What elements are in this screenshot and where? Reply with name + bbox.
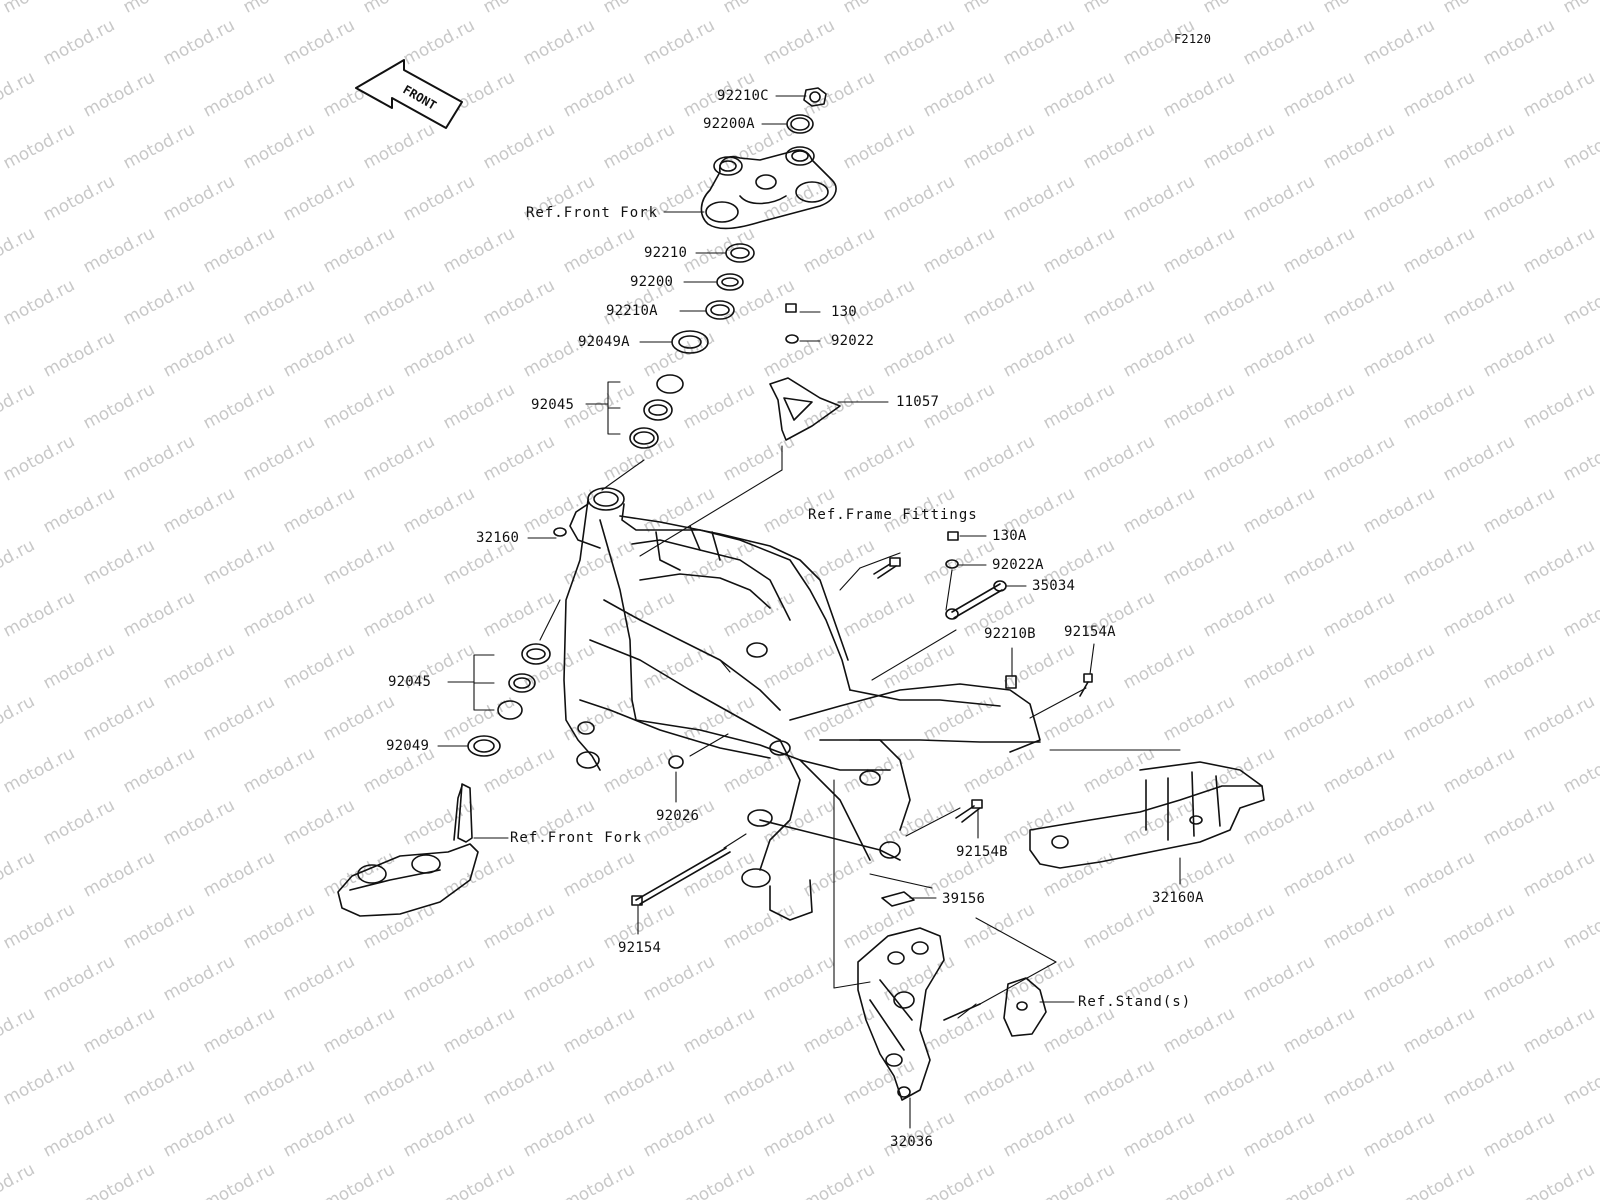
label-92154B: 92154B bbox=[956, 844, 1008, 860]
washer-92022 bbox=[785, 334, 799, 344]
label-92210C: 92210C bbox=[717, 88, 769, 104]
bracket-92045-bottom bbox=[473, 654, 495, 711]
label-plate-39156 bbox=[881, 891, 915, 907]
label-35034: 35034 bbox=[1032, 578, 1076, 594]
washer-92022A bbox=[945, 559, 959, 569]
label-92022A: 92022A bbox=[992, 557, 1044, 573]
seal-92049A bbox=[671, 330, 709, 354]
label-92200A: 92200A bbox=[703, 116, 755, 132]
lower-triple-clamp bbox=[337, 783, 479, 917]
label-92045-top: 92045 bbox=[531, 397, 575, 413]
label-92200: 92200 bbox=[630, 274, 674, 290]
label-92045-bottom: 92045 bbox=[388, 674, 432, 690]
bracket-92045-top bbox=[607, 381, 621, 435]
front-arrow-icon: FRONT bbox=[355, 59, 463, 129]
label-leaders bbox=[437, 95, 1181, 1129]
label-11057: 11057 bbox=[896, 394, 940, 410]
lock-washer-92200 bbox=[716, 273, 744, 291]
label-92026: 92026 bbox=[656, 808, 700, 824]
label-130: 130 bbox=[831, 304, 857, 320]
steering-stem-nut bbox=[803, 87, 827, 107]
label-92210: 92210 bbox=[644, 245, 688, 261]
label-92210B: 92210B bbox=[984, 626, 1036, 642]
label-92154: 92154 bbox=[618, 940, 662, 956]
bracket-11057 bbox=[769, 377, 841, 441]
bearing-race-lower-2 bbox=[497, 700, 523, 720]
label-92022: 92022 bbox=[831, 333, 875, 349]
label-130A: 130A bbox=[992, 528, 1027, 544]
bolt-130 bbox=[785, 303, 797, 313]
leader-130A bbox=[945, 569, 953, 611]
label-ref-front-fork-bottom: Ref.Front Fork bbox=[510, 830, 643, 846]
label-92210A: 92210A bbox=[606, 303, 658, 319]
bearing-lower bbox=[508, 673, 536, 693]
sub-frame-32160A bbox=[1029, 761, 1265, 869]
bearing-upper bbox=[643, 399, 673, 421]
label-32160: 32160 bbox=[476, 530, 520, 546]
upper-triple-clamp bbox=[700, 146, 837, 230]
washer-92200A-inner bbox=[790, 117, 810, 131]
label-32160A: 32160A bbox=[1152, 890, 1204, 906]
seal-92049 bbox=[467, 735, 501, 757]
long-bolt-92154 bbox=[631, 847, 731, 906]
bearing-race-upper-1 bbox=[656, 374, 684, 394]
label-92154A: 92154A bbox=[1064, 624, 1116, 640]
collar-92026 bbox=[668, 755, 684, 769]
nut-92210B bbox=[1005, 675, 1017, 689]
bolt-92154B bbox=[955, 799, 983, 823]
label-92049: 92049 bbox=[386, 738, 430, 754]
label-ref-frame-fittings: Ref.Frame Fittings bbox=[808, 507, 978, 523]
stand-bracket-32036 bbox=[857, 927, 981, 1101]
bolt-130A bbox=[947, 531, 959, 541]
bearing-race-lower-1 bbox=[521, 643, 551, 665]
main-frame-32160 bbox=[553, 487, 1041, 921]
bearing-race-upper-2 bbox=[629, 427, 659, 449]
stand-part bbox=[1003, 977, 1047, 1037]
label-92049A: 92049A bbox=[578, 334, 630, 350]
bolt-92154A bbox=[1079, 673, 1093, 697]
label-ref-front-fork-top: Ref.Front Fork bbox=[526, 205, 659, 221]
label-ref-stands: Ref.Stand(s) bbox=[1078, 994, 1192, 1010]
label-39156: 39156 bbox=[942, 891, 986, 907]
diagram-code: F2120 bbox=[1174, 32, 1212, 46]
leader-lines bbox=[539, 445, 1181, 1019]
nut-92210A bbox=[705, 300, 735, 320]
link-rod-35034 bbox=[945, 580, 1007, 620]
washer-92200A bbox=[786, 114, 814, 134]
label-32036: 32036 bbox=[890, 1134, 934, 1150]
frame-fitting-bolt bbox=[873, 557, 901, 579]
